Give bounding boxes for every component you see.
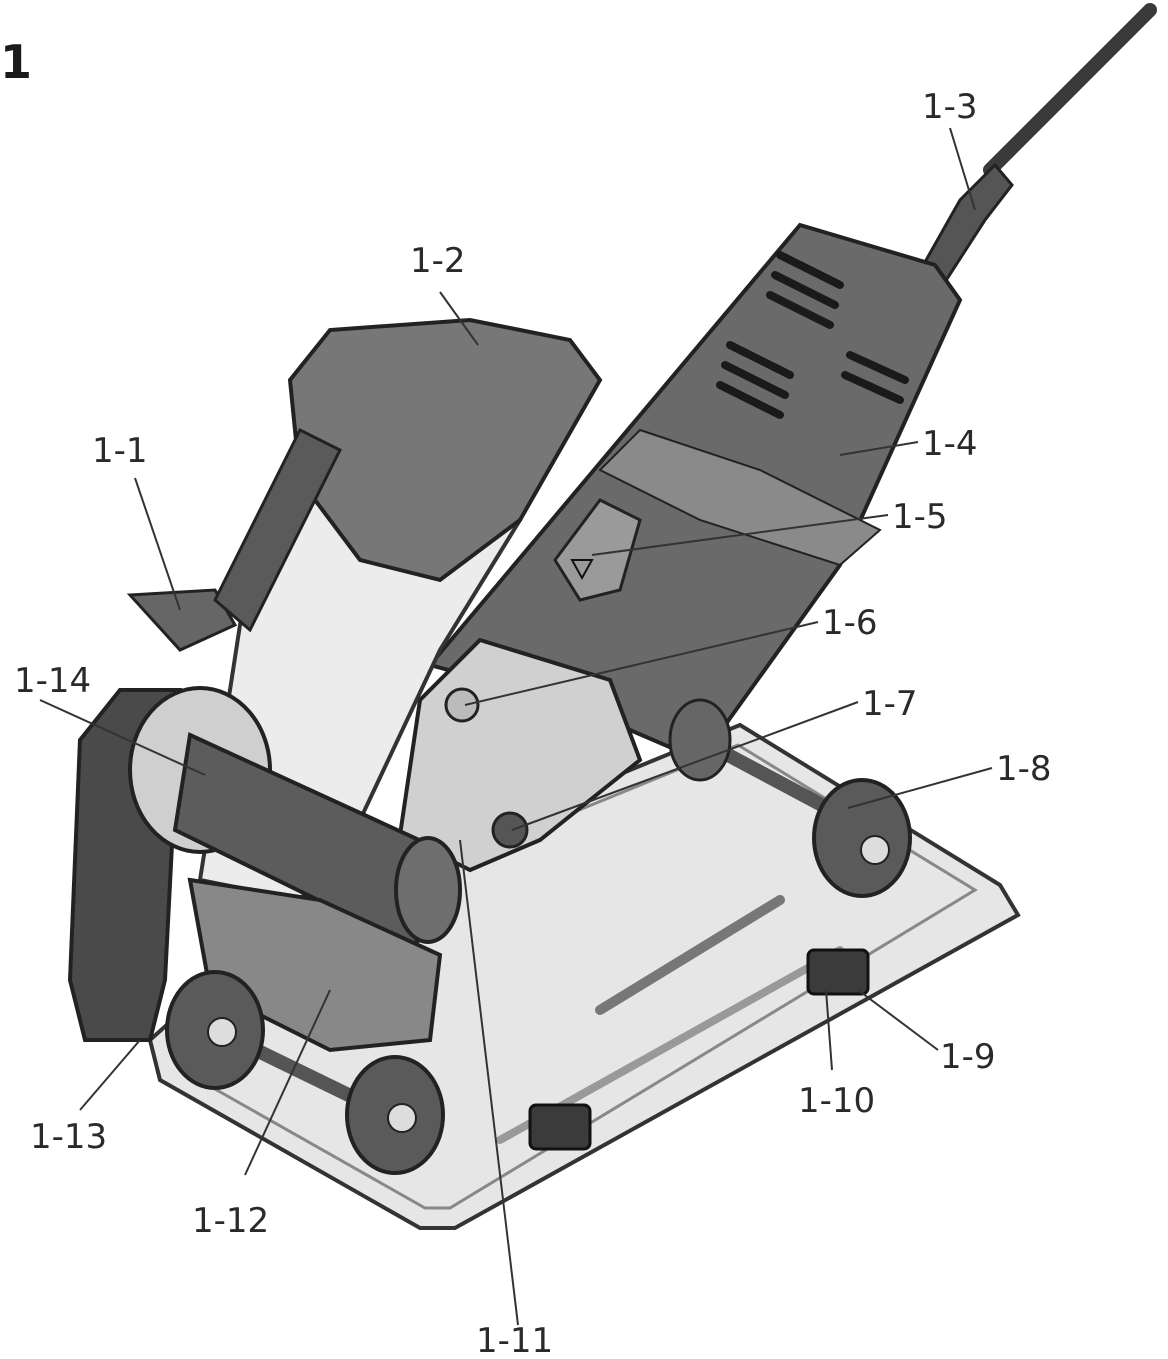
callout-1-2: 1-2 [410, 241, 466, 281]
callout-labels: 1-1 1-2 1-3 1-4 1-5 1-6 1-7 1-8 1-9 1-10… [14, 87, 1052, 1359]
leader-1-5 [591, 514, 889, 556]
protective-hood [287, 317, 603, 583]
leader-1-2 [439, 291, 479, 346]
callout-1-7: 1-7 [862, 684, 918, 724]
callout-1-12: 1-12 [192, 1201, 269, 1241]
leader-1-7 [511, 701, 859, 831]
callout-1-13: 1-13 [30, 1117, 107, 1157]
guide-rollers [165, 698, 912, 1175]
leader-1-8 [847, 767, 993, 809]
leader-1-14 [39, 699, 206, 776]
leader-1-10 [825, 989, 833, 1071]
leader-1-13 [79, 1039, 141, 1111]
callout-1-8: 1-8 [996, 749, 1052, 789]
spindle-lock-button [444, 687, 480, 723]
callout-1-9: 1-9 [940, 1037, 996, 1077]
leader-1-6 [464, 621, 819, 706]
hood-lever [126, 588, 238, 652]
depth-stop-block-lower [528, 1103, 592, 1151]
tool-illustration [67, 3, 1157, 1230]
ventilation-slots [716, 251, 909, 419]
base-slot [595, 895, 785, 1015]
leader-1-12 [244, 989, 331, 1176]
callout-1-1: 1-1 [92, 431, 148, 471]
leader-1-1 [134, 477, 181, 611]
on-off-switch [553, 498, 642, 602]
depth-stop-block [806, 948, 870, 996]
callout-1-4: 1-4 [922, 424, 978, 464]
callout-1-14: 1-14 [14, 661, 91, 701]
leader-1-4 [839, 441, 919, 456]
leader-1-3 [949, 127, 976, 211]
callout-1-6: 1-6 [822, 603, 878, 643]
callout-1-11: 1-11 [476, 1321, 553, 1359]
power-cord [983, 3, 1157, 177]
callout-1-5: 1-5 [892, 497, 948, 537]
leader-1-9 [857, 989, 939, 1051]
cord-strain-relief [923, 162, 1014, 285]
brush-cap [491, 811, 529, 849]
leader-1-11 [459, 839, 519, 1326]
motor-housing-band [598, 428, 882, 567]
callout-1-3: 1-3 [922, 87, 978, 127]
handle-end-cap [394, 836, 462, 944]
hood-arm [213, 427, 343, 633]
leader-lines [39, 127, 993, 1326]
switch-arrow [570, 559, 594, 581]
callout-1-10: 1-10 [798, 1081, 875, 1121]
figure-number: 1 [0, 35, 32, 89]
